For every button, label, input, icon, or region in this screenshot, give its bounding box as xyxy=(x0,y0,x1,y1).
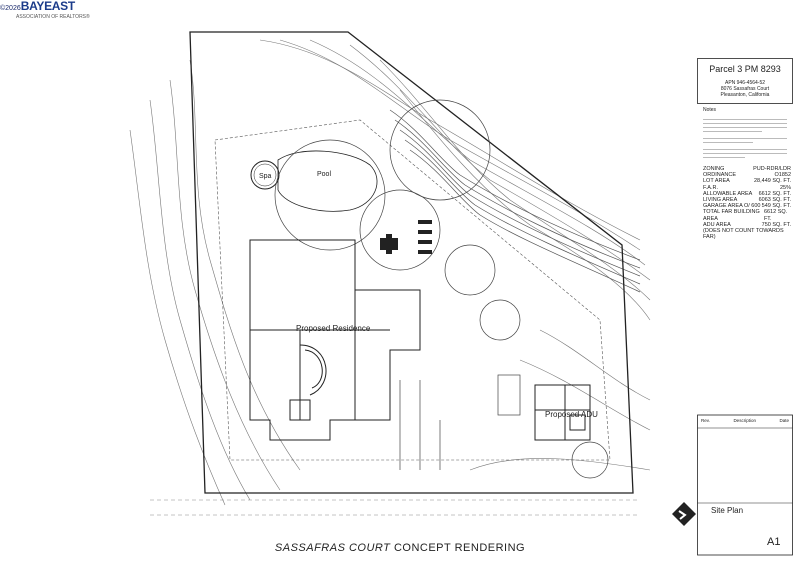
apn: APN 946-4564-52 xyxy=(724,80,766,86)
residence-footprint xyxy=(249,239,421,441)
adu-footprint xyxy=(534,384,591,441)
zoning-label: ORDINANCE xyxy=(703,172,737,179)
rev-col: Rev. xyxy=(701,418,710,423)
zoning-label: ADU AREA xyxy=(703,221,731,228)
description-col: Description xyxy=(733,418,756,423)
zoning-label: GARAGE AREA O/ 600 xyxy=(703,203,761,210)
zoning-label: ALLOWABLE AREA xyxy=(703,190,753,197)
brand-logo: BAYEAST xyxy=(20,0,75,13)
revision-header: Rev. Description Date xyxy=(701,418,789,423)
hillside-contours xyxy=(389,109,641,293)
zoning-row: ORDINANCE O1852 xyxy=(703,172,791,178)
notes-heading: Notes xyxy=(703,107,717,113)
title-block: Parcel 3 PM 8293 APN 946-4564-52 8076 Sa… xyxy=(697,58,793,558)
zoning-value: 6063 SQ. FT. xyxy=(758,197,791,204)
zoning-value: O1852 xyxy=(774,172,791,179)
setback-lines xyxy=(214,119,611,461)
sheet-id: A1 xyxy=(767,536,781,548)
property-boundary xyxy=(189,31,634,494)
north-arrow-icon xyxy=(672,502,696,526)
brand-watermark: ©2026BAYEAST ASSOCIATION OF REALTORS® xyxy=(0,0,90,21)
address-line1: 8076 Sassafras Court xyxy=(720,86,770,92)
zoning-row: ZONING PUD-RDR/LDR xyxy=(703,166,791,172)
sheet-title: Site Plan xyxy=(711,506,744,515)
zoning-label: LIVING AREA xyxy=(703,197,738,204)
spa-circle-inner xyxy=(253,163,277,187)
spa-circle xyxy=(250,160,280,190)
zoning-row: LIVING AREA 6063 SQ. FT. xyxy=(703,197,791,203)
address-line2: Pleasanton, California xyxy=(720,92,770,98)
zoning-row: (DOES NOT COUNT TOWARDS FAR) xyxy=(703,228,791,240)
zoning-row: ALLOWABLE AREA 6612 SQ. FT. xyxy=(703,191,791,197)
zoning-label: F.A.R. xyxy=(703,184,718,191)
zoning-label: ZONING xyxy=(703,166,725,172)
zoning-row: F.A.R. 25% xyxy=(703,185,791,191)
date-col: Date xyxy=(779,418,789,423)
pool-outline xyxy=(277,150,378,212)
zoning-value: 25% xyxy=(779,184,791,191)
contour-lines xyxy=(129,39,651,506)
zoning-label: TOTAL FAR BUILDING AREA xyxy=(703,209,760,222)
pool-label: Pool xyxy=(317,171,331,178)
adu-label: Proposed ADU xyxy=(545,410,598,419)
parcel-title: Parcel 3 PM 8293 xyxy=(709,64,781,74)
street xyxy=(150,499,640,516)
brand-association: ASSOCIATION OF REALTORS® xyxy=(16,14,90,20)
zoning-value: 549 SQ. FT. xyxy=(761,203,791,210)
spa-label: Spa xyxy=(259,173,272,180)
notes-text-lines xyxy=(703,116,787,161)
caption-title: CONCEPT RENDERING xyxy=(393,542,526,554)
zoning-value: 6612 SQ. FT. xyxy=(763,209,788,222)
tree-canopies xyxy=(274,99,609,479)
zoning-row: ADU AREA 750 SQ. FT. xyxy=(703,222,791,228)
zoning-value: PUD-RDR/LDR xyxy=(753,166,791,172)
driveway xyxy=(399,374,521,470)
zoning-value: 28,449 SQ. FT. xyxy=(754,178,791,185)
copyright-year: ©2026 xyxy=(0,5,21,12)
zoning-label: LOT AREA xyxy=(703,178,730,185)
zoning-row: LOT AREA 28,449 SQ. FT. xyxy=(703,178,791,184)
zoning-value: (DOES NOT COUNT TOWARDS FAR) xyxy=(703,228,784,241)
title-block-frame xyxy=(697,58,793,556)
residence-label: Proposed Residence xyxy=(296,324,371,333)
caption: SASSAFRAS COURT CONCEPT RENDERING xyxy=(0,542,800,554)
zoning-value: 750 SQ. FT. xyxy=(761,221,791,228)
caption-street: SASSAFRAS COURT xyxy=(274,542,391,554)
zoning-value: 6612 SQ. FT. xyxy=(758,190,791,197)
patio-furniture xyxy=(380,220,432,254)
